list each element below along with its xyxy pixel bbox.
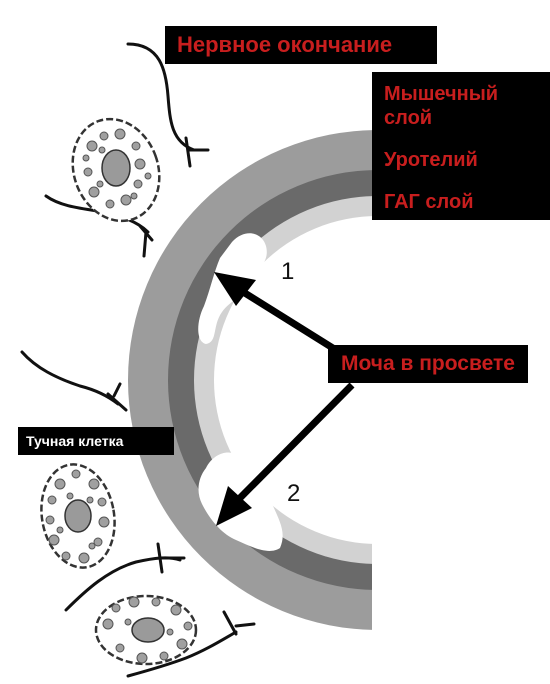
nerve-ending-2-terminal — [138, 224, 154, 258]
nerve-ending-1-terminal — [184, 136, 210, 168]
urine-in-lumen-label: Моча в просвете — [328, 345, 528, 383]
nerve-ending-3 — [20, 350, 120, 406]
nerve-ending-label: Нервное окончание — [165, 26, 437, 64]
nerve-ending-5 — [126, 630, 238, 678]
gag-layer-label: ГАГ слой — [384, 191, 474, 213]
marker-1: 1 — [281, 258, 295, 285]
nerve-ending-1 — [126, 42, 196, 152]
mast-cell-1 — [71, 117, 161, 223]
mast-cell-2 — [40, 463, 116, 569]
mast-cell-label: Тучная клетка — [18, 427, 174, 455]
arrow-2 — [216, 382, 355, 526]
muscle-layer-label: Мышечный слой — [384, 83, 499, 129]
nerve-ending-3-terminal — [106, 382, 128, 412]
nerve-ending-5-terminal — [222, 610, 256, 636]
urothelium-label: Уротелий — [384, 149, 478, 171]
mast-cell-3 — [94, 594, 198, 666]
layers-label-box: Мышечный слой Уротелий ГАГ слой — [372, 72, 550, 220]
marker-2: 2 — [287, 480, 301, 507]
nerve-ending-4-terminal — [156, 542, 186, 574]
